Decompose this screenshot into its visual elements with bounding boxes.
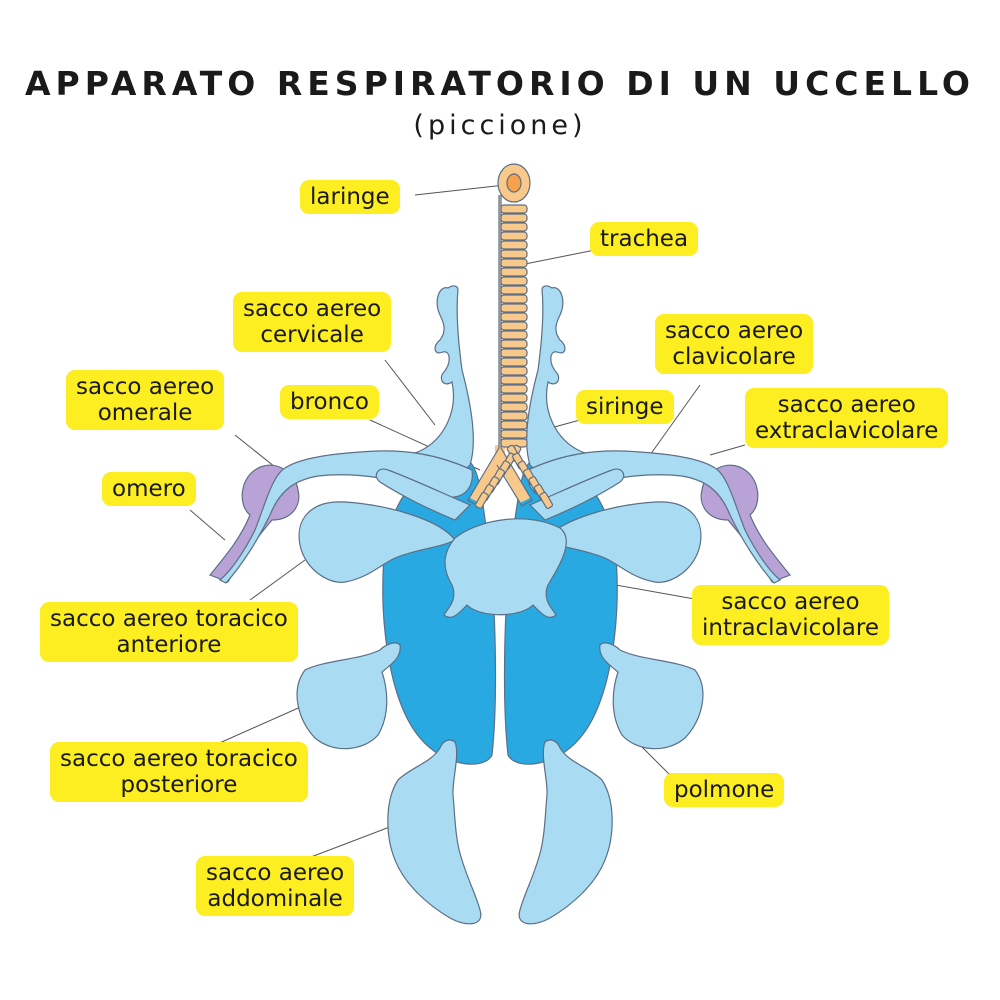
label-bronco: bronco [280,385,379,419]
trachea-ring [500,276,528,286]
bronchus-ring [474,491,489,509]
trachea-ring [500,285,528,295]
abdominal-air-sac-left [387,739,482,925]
trachea-ring [500,267,528,277]
trachea-ring [500,294,528,304]
trachea-ring [500,231,528,241]
trachea-ring [500,321,528,331]
cervical-air-sac-left [388,285,474,488]
trachea-ring [500,213,528,223]
trachea-ring [500,393,528,403]
trachea-ring [500,366,528,376]
trachea-ring [500,240,528,250]
label-omero: omero [102,472,196,506]
interclavicular-air-sac [443,518,567,618]
trachea-ring [500,339,528,349]
bronchus-ring [539,491,554,509]
anterior-thoracic-air-sac-left [298,501,456,583]
trachea-ring [500,438,528,448]
trachea-rings [500,204,528,448]
diagram-subtitle: (piccione) [413,110,587,141]
label-siringe: siringe [576,390,674,424]
trachea-ring [500,348,528,358]
trachea-ring [500,303,528,313]
trachea-ring [500,384,528,394]
trachea-ring [500,402,528,412]
trachea-ring [500,330,528,340]
diagram-title: APPARATO RESPIRATORIO DI UN UCCELLO [24,64,975,103]
label-laringe: laringe [300,180,400,214]
posterior-thoracic-air-sac-right [599,642,704,750]
trachea-ring [500,258,528,268]
trachea-ring [500,204,528,214]
posterior-thoracic-air-sac-left [296,642,401,750]
trachea-ring [500,420,528,430]
larynx-opening [506,173,522,193]
bronchus-rings [474,444,554,509]
trachea-ring [500,357,528,367]
label-trachea: trachea [590,222,699,256]
cervical-air-sac-right [526,285,612,488]
label-polmone: polmone [664,773,785,807]
abdominal-air-sac-right [518,739,613,925]
clavicular-air-sac-right [528,468,625,521]
anterior-thoracic-air-sac-right [544,501,702,583]
trachea-ring [500,411,528,421]
trachea-ring [500,312,528,322]
trachea-ring [500,249,528,259]
trachea-ring [500,222,528,232]
clavicular-air-sac-left [375,468,472,521]
trachea-ring [500,375,528,385]
trachea-ring [500,429,528,439]
